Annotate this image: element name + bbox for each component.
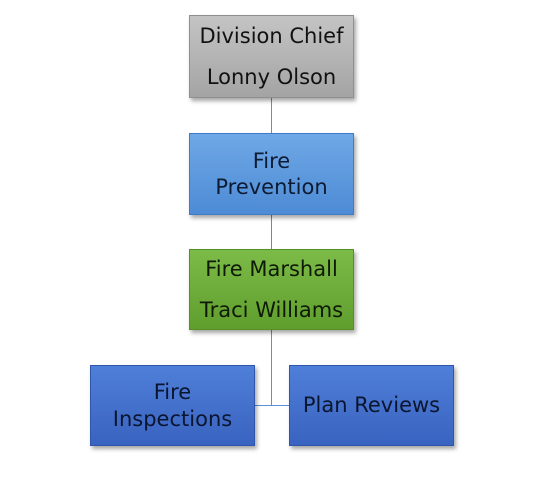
plan-reviews-box: Plan Reviews — [289, 365, 454, 446]
connector-prevention-to-marshall — [271, 215, 272, 249]
connector-chief-to-prevention — [271, 98, 272, 133]
fire-inspections-box: Fire Inspections — [90, 365, 255, 446]
plan-reviews-label: Plan Reviews — [302, 393, 441, 418]
fire-marshall-box: Fire Marshall Traci Williams — [189, 249, 354, 330]
connector-to-fire-inspections — [255, 405, 272, 406]
fire-marshall-name: Traci Williams — [199, 297, 344, 322]
connector-to-plan-reviews — [271, 405, 289, 406]
division-chief-box: Division Chief Lonny Olson — [189, 15, 354, 98]
fire-prevention-box: Fire Prevention — [189, 133, 354, 215]
fire-prevention-line2: Prevention — [215, 175, 328, 199]
connector-marshall-to-children — [271, 330, 272, 406]
fire-inspections-line2: Inspections — [112, 406, 233, 431]
division-chief-title: Division Chief — [199, 24, 344, 49]
fire-prevention-line1: Fire — [252, 148, 291, 173]
fire-marshall-title: Fire Marshall — [205, 257, 338, 282]
fire-inspections-line1: Fire — [153, 380, 192, 405]
division-chief-name: Lonny Olson — [206, 64, 337, 89]
